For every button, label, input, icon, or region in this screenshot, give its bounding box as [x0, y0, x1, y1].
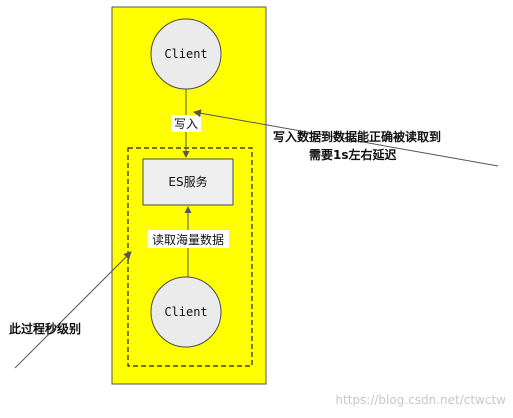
bottom-client-circle	[150, 276, 222, 348]
right-annotation-line1: 写入数据到数据能正确被读取到	[273, 129, 441, 144]
bottom-client-node: Client	[150, 276, 222, 348]
read-label-bg	[147, 230, 229, 248]
right-callout-line	[193, 109, 499, 167]
top-client-node: Client	[150, 18, 222, 90]
left-callout-line	[14, 251, 132, 369]
watermark: https://blog.csdn.net/ctwctw	[335, 393, 506, 407]
right-annotation-line2: 需要1s左右延迟	[309, 147, 397, 162]
write-label-bg	[171, 115, 201, 132]
left-annotation: 此过程秒级别	[9, 321, 81, 336]
write-label: 写入	[174, 117, 198, 131]
es-service-node: ES服务	[142, 158, 234, 206]
top-client-label: Client	[164, 47, 207, 61]
bottom-client-label: Client	[164, 305, 207, 319]
dashed-group-box	[127, 147, 253, 367]
es-service-box	[142, 158, 234, 206]
read-label: 读取海量数据	[152, 232, 224, 247]
es-service-label: ES服务	[168, 174, 207, 189]
